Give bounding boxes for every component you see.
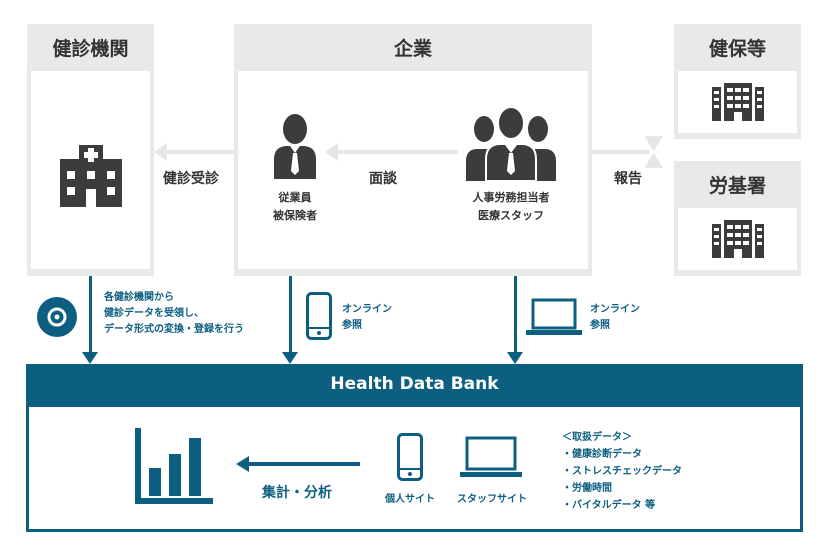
smartphone-icon xyxy=(306,292,332,340)
mendan-arrow-head xyxy=(325,143,338,161)
kenpo-panel: 健保等 xyxy=(674,24,801,139)
laptop-icon xyxy=(460,436,522,477)
staff-group-icon xyxy=(466,107,556,181)
staff-site-label: スタッフサイト xyxy=(457,494,527,505)
building-icon xyxy=(712,220,764,258)
data-header: ＜取扱データ＞ xyxy=(562,432,632,443)
disc-arrow-head xyxy=(82,352,98,364)
employee-label-2: 被保険者 xyxy=(273,209,317,222)
kenshin-jushin-arrow xyxy=(164,150,234,154)
roukisho-inner xyxy=(678,208,797,270)
disc-note-3: データ形式の変換・登録を行う xyxy=(104,324,244,335)
data-item-1: ・健康診断データ xyxy=(562,449,642,460)
kenshin-jushin-label: 健診受診 xyxy=(163,171,219,187)
analysis-label: 集計・分析 xyxy=(262,485,332,501)
hokoku-arrow-up-head xyxy=(644,128,668,152)
laptop-note-2: 参照 xyxy=(590,320,610,331)
disc-icon xyxy=(37,297,77,337)
laptop-arrow xyxy=(514,276,517,353)
kenshin-title: 健診機関 xyxy=(52,38,129,60)
data-item-3: ・労働時間 xyxy=(562,483,612,494)
disc-note-1: 各健診機関から xyxy=(104,292,174,303)
building-icon xyxy=(712,83,764,121)
kenshin-inner xyxy=(31,71,150,269)
kenpo-title: 健保等 xyxy=(708,38,766,60)
staff-label-2: 医療スタッフ xyxy=(478,209,544,222)
kenpo-inner xyxy=(678,71,797,133)
phone-arrow-head xyxy=(282,352,298,364)
phone-arrow xyxy=(289,276,292,353)
laptop-icon xyxy=(526,298,582,335)
bank-header xyxy=(26,364,803,407)
hokoku-arrow xyxy=(592,150,650,154)
smartphone-icon xyxy=(397,433,423,481)
analysis-arrow xyxy=(248,462,360,466)
bar-chart-icon xyxy=(135,428,213,504)
data-item-4: ・バイタルデータ 等 xyxy=(562,500,656,511)
data-item-2: ・ストレスチェックデータ xyxy=(562,466,682,477)
bank-title: Health Data Bank xyxy=(330,374,499,394)
employee-label-1: 従業員 xyxy=(278,191,312,204)
hokoku-label: 報告 xyxy=(614,171,642,187)
mendan-arrow xyxy=(336,150,458,154)
roukisho-title: 労基署 xyxy=(708,175,766,197)
staff-label-1: 人事労務担当者 xyxy=(472,191,550,204)
phone-note-1: オンライン xyxy=(342,304,392,315)
kigyo-panel: 企業 従業員 被保険者 面談 人事労務担当者 医療スタッフ xyxy=(234,24,592,276)
hospital-icon xyxy=(60,145,122,207)
analysis-arrow-head xyxy=(236,456,249,472)
kigyo-inner: 従業員 被保険者 面談 人事労務担当者 医療スタッフ xyxy=(238,71,588,269)
roukisho-panel: 労基署 xyxy=(674,161,801,276)
kenshin-jushin-arrow-head xyxy=(154,143,167,161)
phone-note-2: 参照 xyxy=(342,320,362,331)
hokoku-arrow-down-head xyxy=(644,152,668,176)
kenshin-panel: 健診機関 xyxy=(27,24,154,276)
disc-arrow xyxy=(89,276,92,353)
mendan-label: 面談 xyxy=(369,171,397,187)
personal-site-label: 個人サイト xyxy=(385,494,435,505)
disc-note-2: 健診データを受領し、 xyxy=(104,308,204,319)
laptop-note-1: オンライン xyxy=(590,304,640,315)
kigyo-title: 企業 xyxy=(393,38,432,60)
laptop-arrow-head xyxy=(507,352,523,364)
employee-icon xyxy=(274,114,316,179)
